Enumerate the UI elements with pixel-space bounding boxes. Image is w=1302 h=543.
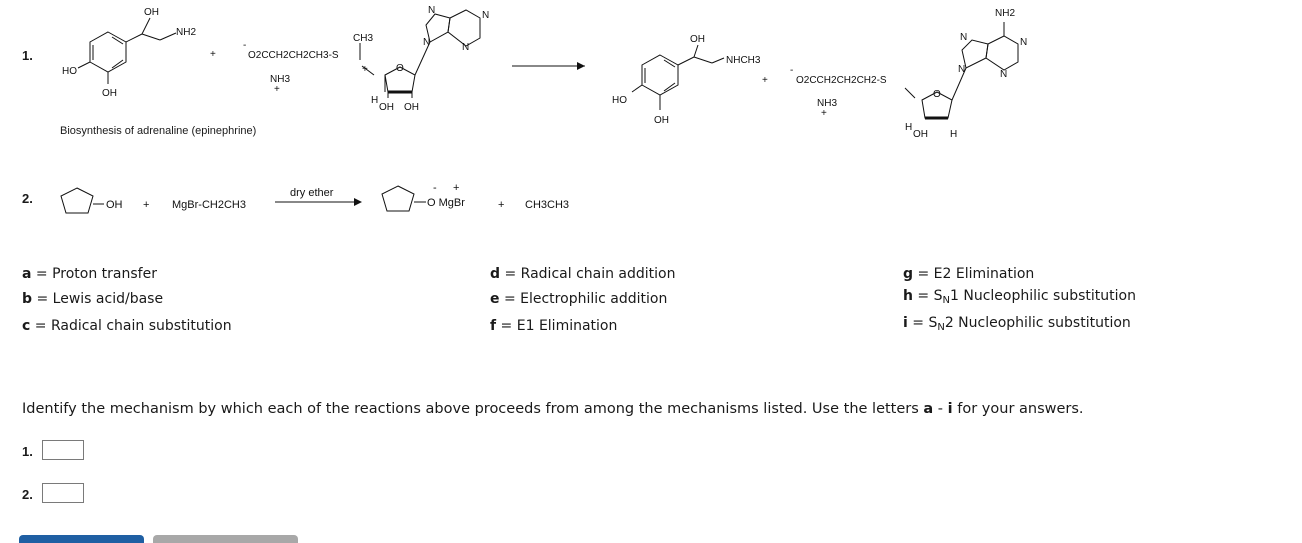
svg-text:+: + [274, 84, 280, 95]
svg-text:H: H [371, 95, 378, 106]
svg-text:OH: OH [144, 7, 159, 18]
submit-button[interactable] [19, 535, 144, 543]
sam-pyrimidine-ring [447, 9, 481, 47]
reaction-2-arrowhead [354, 198, 362, 206]
svg-text:dry ether: dry ether [290, 187, 334, 199]
svg-text:N: N [482, 10, 489, 21]
svg-text:CH3: CH3 [353, 33, 373, 44]
svg-text:O2CCH2CH2CH3-S: O2CCH2CH2CH3-S [248, 50, 339, 61]
svg-text:O2CCH2CH2CH2-S: O2CCH2CH2CH2-S [796, 75, 887, 86]
sam-imidazole-ring [425, 13, 451, 43]
svg-text:+: + [143, 199, 149, 211]
svg-text:H: H [950, 129, 957, 140]
mechanism-a: a = Proton transfer [22, 266, 157, 282]
svg-text:CH3CH3: CH3CH3 [525, 199, 569, 211]
answer-1-input[interactable] [42, 440, 84, 460]
mechanism-d: d = Radical chain addition [490, 266, 676, 282]
svg-text:NH2: NH2 [995, 8, 1015, 19]
svg-text:H: H [905, 122, 912, 133]
reaction-1-number: 1. [22, 48, 33, 63]
svg-text:NHCH3: NHCH3 [726, 55, 761, 66]
sam-ribose-ring [384, 66, 416, 93]
reaction-2-scheme: OH + MgBr-CH2CH3 dry ether - + O MgBr + … [60, 182, 569, 214]
mechanism-h: h = SN1 Nucleophilic substitution [903, 288, 1136, 306]
mechanism-c: c = Radical chain substitution [22, 318, 232, 334]
product-catechol-ring [641, 54, 679, 96]
svg-text:-: - [243, 40, 246, 51]
cyclopentoxide-ring [381, 185, 415, 212]
svg-text:+: + [821, 108, 827, 119]
svg-text:OH: OH [404, 102, 419, 113]
cyclopentanol-ring [60, 187, 94, 214]
svg-text:+: + [210, 49, 216, 60]
catechol-ring [89, 31, 127, 73]
sah-pyrimidine-ring [985, 35, 1019, 71]
svg-text:HO: HO [612, 95, 627, 106]
answer-2-label: 2. [22, 487, 33, 502]
svg-text:NH3: NH3 [270, 74, 290, 85]
svg-text:+: + [762, 75, 768, 86]
svg-text:N: N [423, 37, 430, 48]
sah-imidazole-ring [961, 39, 989, 69]
svg-text:+: + [453, 182, 459, 194]
svg-text:OH: OH [102, 88, 117, 99]
reaction-1-scheme: OH NH2 HO OH + - O2CCH2CH2CH3-S CH3 NH3 … [62, 5, 1027, 140]
svg-text:N: N [462, 42, 469, 53]
svg-text:N: N [1000, 69, 1007, 80]
mechanism-e: e = Electrophilic addition [490, 291, 668, 307]
svg-text:N: N [1020, 37, 1027, 48]
svg-text:OH: OH [654, 115, 669, 126]
svg-text:-: - [790, 65, 793, 76]
svg-text:+: + [362, 64, 368, 75]
reaction-1-arrowhead [577, 62, 585, 70]
mechanism-f: f = E1 Elimination [490, 318, 618, 334]
mechanism-g: g = E2 Elimination [903, 266, 1035, 282]
svg-text:HO: HO [62, 66, 77, 77]
svg-text:NH2: NH2 [176, 27, 196, 38]
svg-text:+: + [498, 199, 504, 211]
svg-text:OH: OH [690, 34, 705, 45]
svg-text:N: N [960, 32, 967, 43]
svg-text:OH: OH [913, 129, 928, 140]
svg-text:OH: OH [106, 199, 123, 211]
svg-text:O: O [933, 89, 941, 100]
svg-text:N: N [958, 64, 965, 75]
svg-text:OH: OH [379, 102, 394, 113]
svg-text:-: - [433, 182, 437, 194]
svg-text:N: N [428, 5, 435, 16]
reaction-1-caption: Biosynthesis of adrenaline (epinephrine) [60, 125, 257, 137]
instructions: Identify the mechanism by which each of … [22, 401, 1084, 417]
svg-text:O MgBr: O MgBr [427, 197, 465, 209]
svg-text:MgBr-CH2CH3: MgBr-CH2CH3 [172, 199, 246, 211]
mechanism-i: i = SN2 Nucleophilic substitution [903, 315, 1131, 333]
svg-text:NH3: NH3 [817, 98, 837, 109]
answer-2-input[interactable] [42, 483, 84, 503]
answer-1-label: 1. [22, 444, 33, 459]
secondary-button[interactable] [153, 535, 298, 543]
mechanism-b: b = Lewis acid/base [22, 291, 164, 307]
reaction-2-number: 2. [22, 191, 33, 206]
sah-ribose-ring [921, 91, 953, 119]
svg-text:O: O [396, 63, 404, 74]
